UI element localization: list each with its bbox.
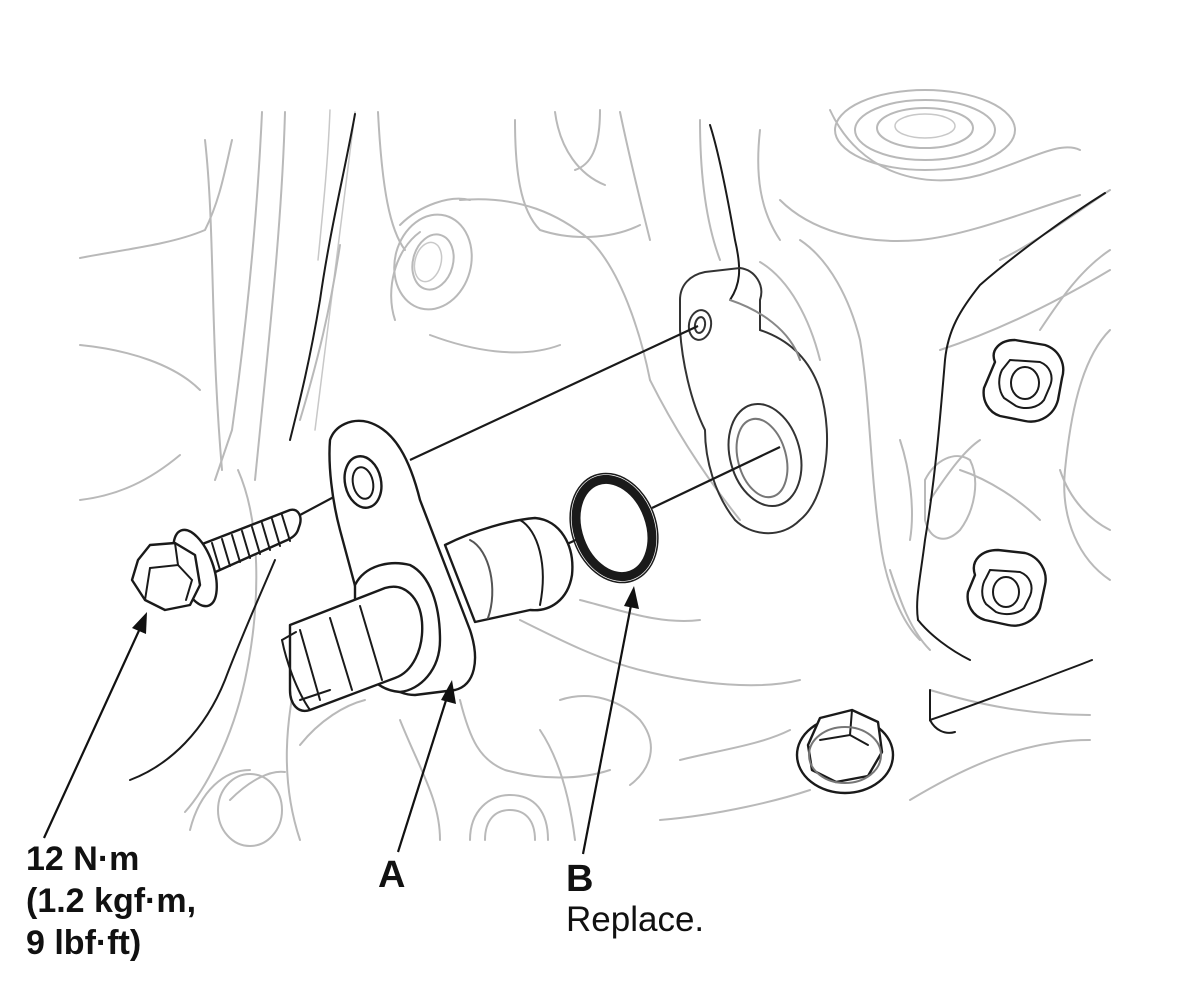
leader-sensor bbox=[396, 680, 456, 853]
bolt-torque-kgfm: (1.2 kgf·m, bbox=[26, 882, 197, 920]
lower-flange-nut bbox=[795, 708, 895, 795]
bolt-torque-nm: 12 N·m bbox=[26, 840, 140, 878]
sensor-mounting-boss bbox=[679, 266, 829, 535]
bracket-bolt-upper bbox=[982, 338, 1065, 423]
mounting-bolt bbox=[130, 508, 302, 612]
leader-bolt bbox=[42, 612, 147, 839]
bracket-bolt-lower bbox=[966, 548, 1047, 627]
oring-callout-letter: B bbox=[566, 858, 594, 900]
engine-block-background bbox=[79, 89, 1111, 847]
bolt-torque-lbfft: 9 lbf·ft) bbox=[26, 924, 142, 962]
o-ring-B bbox=[569, 472, 659, 584]
sensor-A bbox=[281, 419, 574, 713]
sensor-callout-letter: A bbox=[378, 854, 406, 896]
oring-replace-note: Replace. bbox=[566, 900, 705, 939]
housing-dark-edges bbox=[129, 113, 1106, 781]
leader-oring bbox=[581, 586, 639, 855]
